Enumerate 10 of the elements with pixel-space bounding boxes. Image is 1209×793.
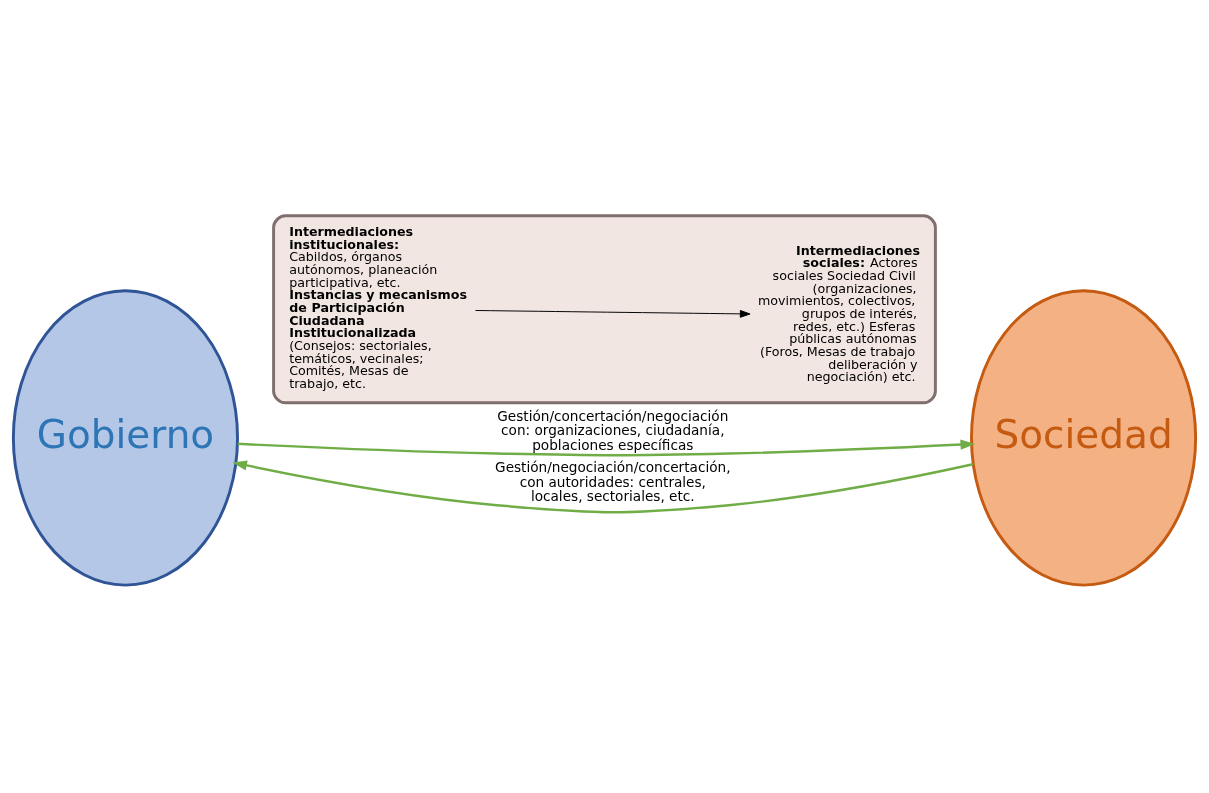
arrow	[475, 309, 751, 318]
edge-label: Gestión/negociación/concertación, con autoridades: centrales, locales, sectoriales, etc.	[495, 459, 731, 505]
node-text: Intermediaciones institucionales: Cabildos, órganos autónomos, planeación participativa, etc. Instancias y mecanismos de Participación Ciudadana Institucionalizada (Consejos: sectoriales, temáticos, vecinales; Comités, Mesas de trabajo, etc.	[289, 224, 467, 392]
node-text: Intermediaciones sociales: Actores sociales Sociedad Civil (organizaciones, movimientos, colectivos, grupos de interés, redes, etc.) Esferas públicas autónomas (Foros, Mesas de trabajo deliberación y negociación) etc.	[758, 242, 920, 385]
arrow	[232, 460, 974, 514]
cluster	[272, 214, 937, 405]
node-ellipse: Gobierno	[11, 289, 239, 587]
edge-label: Gestión/concertación/negociación con: organizaciones, ciudadanía, poblaciones específicas	[497, 407, 729, 453]
arrow	[237, 439, 976, 457]
node-ellipse: Sociedad	[970, 289, 1198, 587]
